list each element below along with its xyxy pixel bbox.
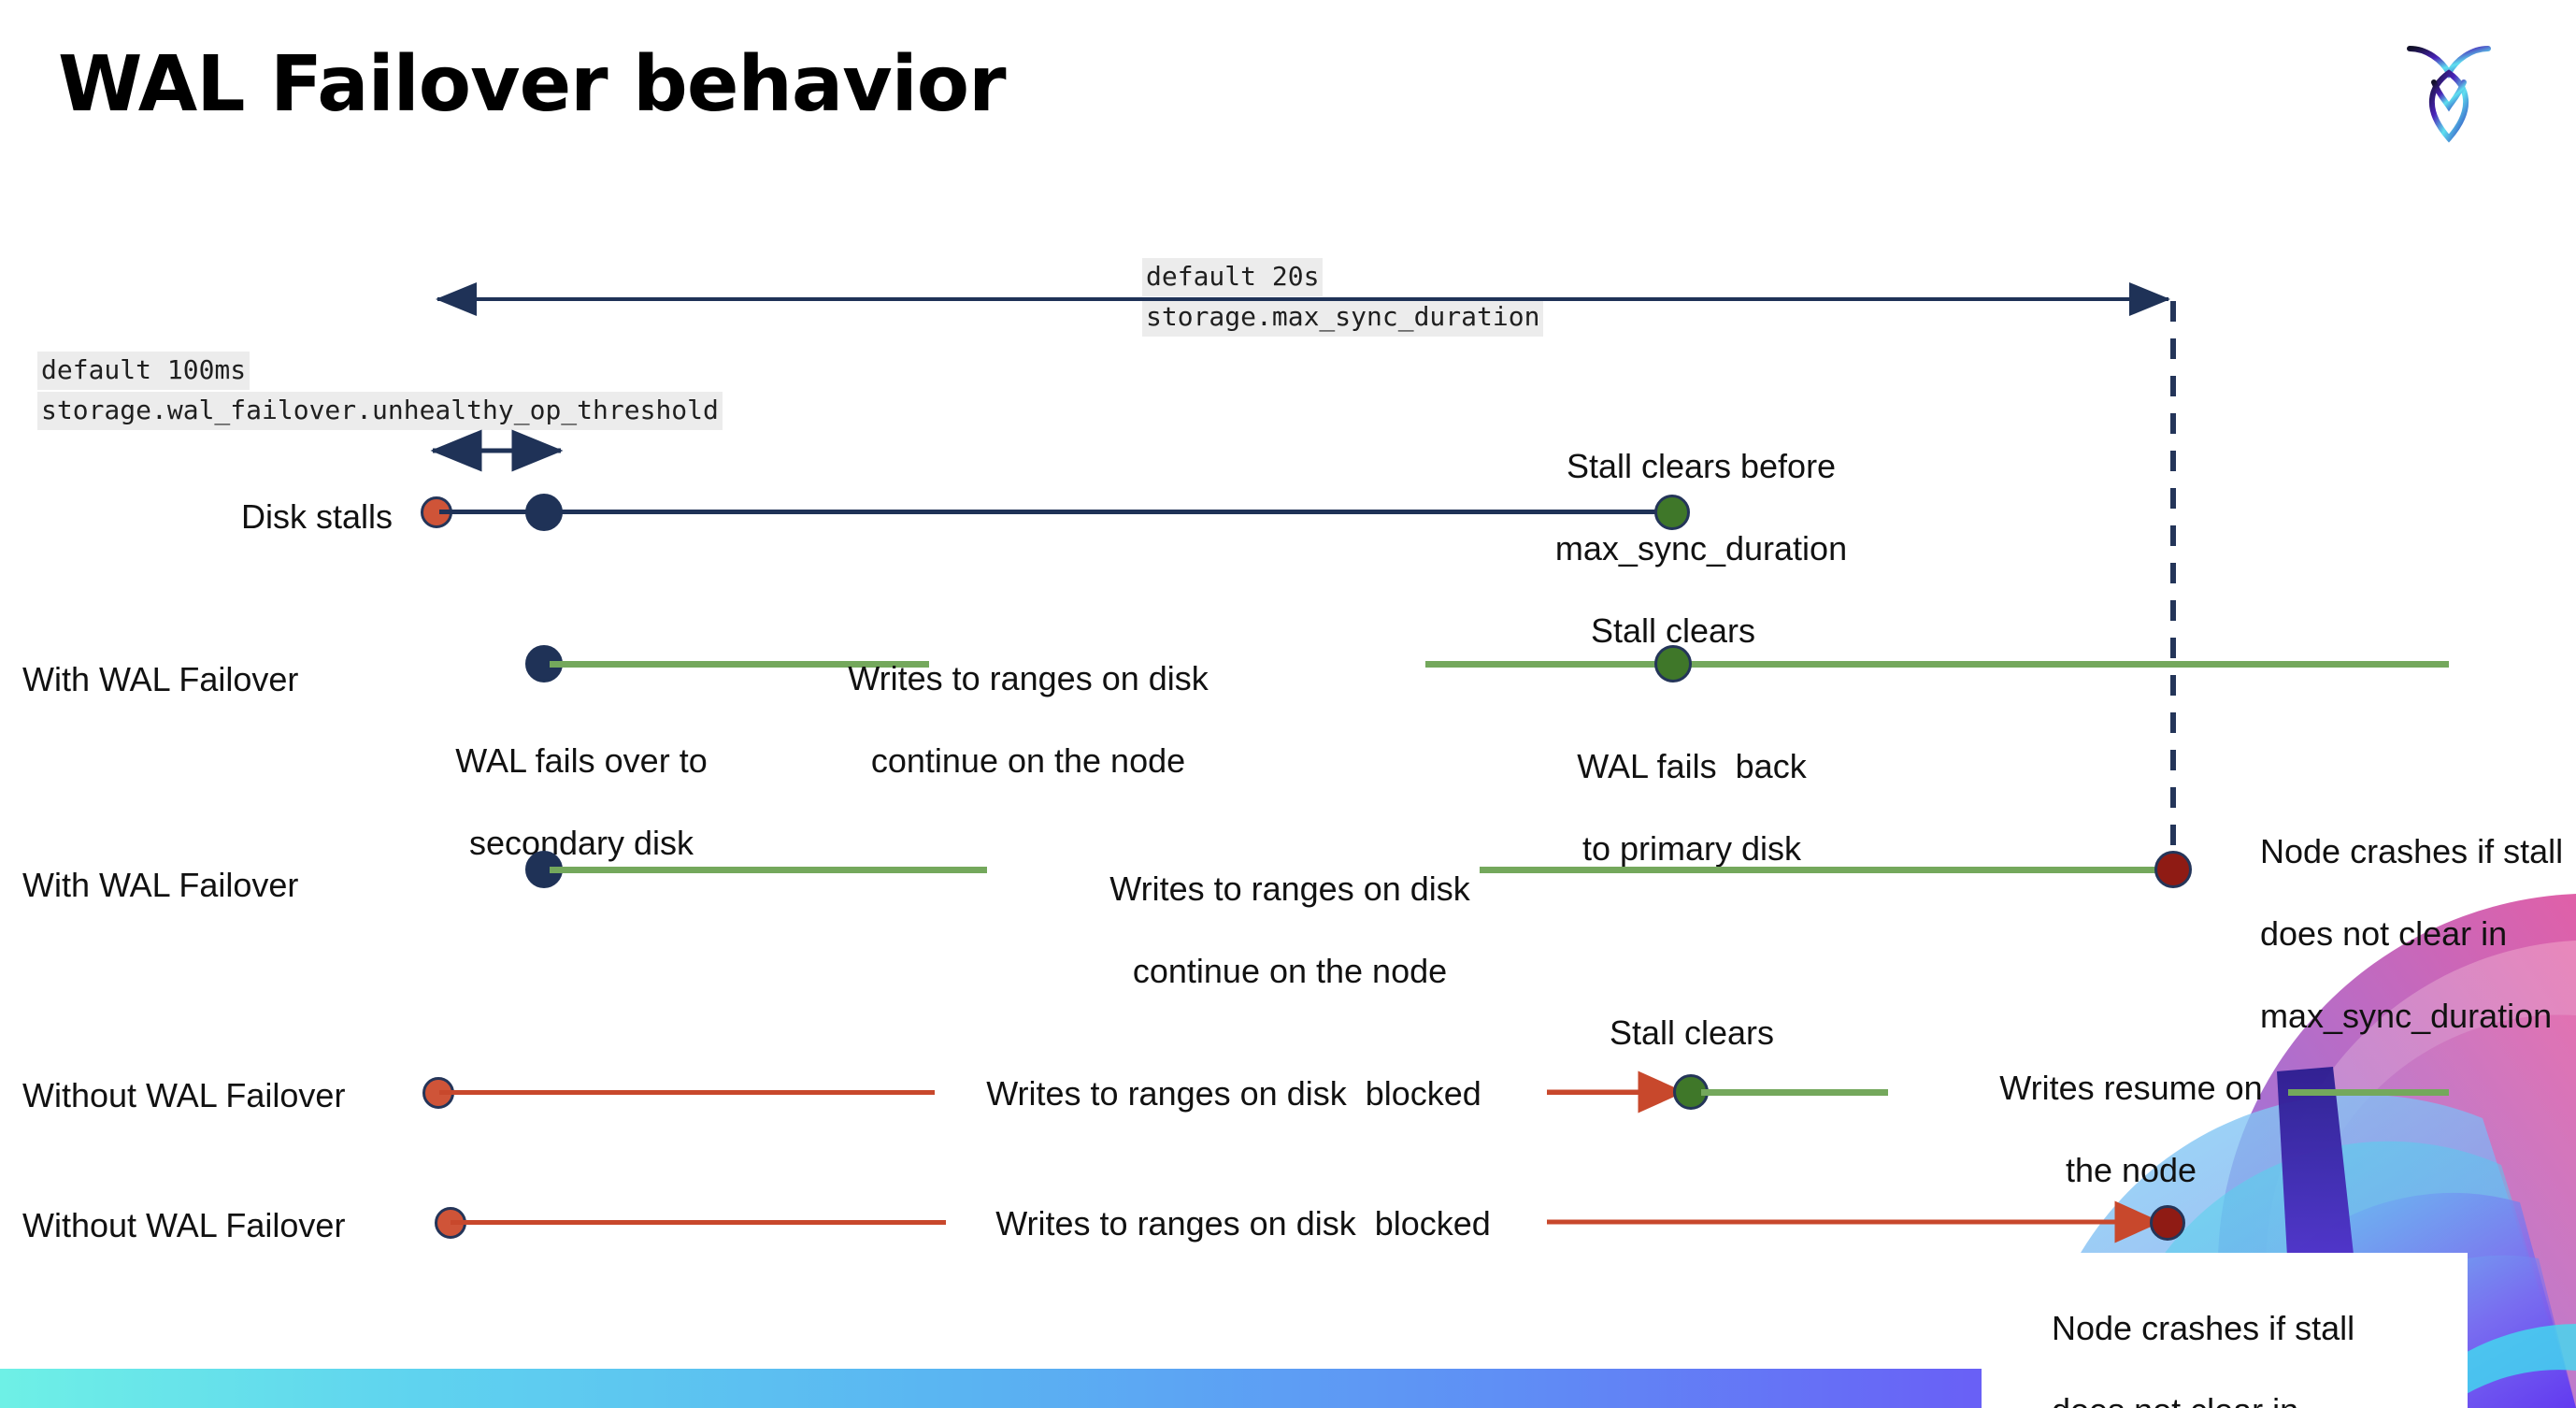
row4-green-segment — [1701, 1089, 1888, 1096]
row3-mid-note: Writes to ranges on disk continue on the… — [1109, 869, 1470, 990]
row2-green-segment-right — [1425, 661, 2449, 668]
bottom-gradient-bar — [0, 1369, 2292, 1408]
unhealthy-op-threshold-default: default 100ms — [37, 352, 250, 390]
row5-node-crash-note: Node crashes if stall does not clear in … — [2052, 1308, 2355, 1408]
row5-mid-note: Writes to ranges on disk blocked — [995, 1204, 1491, 1243]
row2-green-segment-left — [550, 661, 929, 668]
row5-orange-segment — [451, 1220, 946, 1225]
disk-stall-line — [439, 510, 1684, 514]
row2-stall-clears-label: Stall clears — [1590, 611, 1756, 650]
max-sync-duration-setting: storage.max_sync_duration — [1142, 298, 1544, 337]
stall-clears-before-note: Stall clears before max_sync_duration — [1554, 446, 1848, 568]
row2-stall-clears-dot — [1654, 645, 1692, 682]
row4-stall-clears-label: Stall clears — [1609, 1013, 1775, 1052]
cockroachdb-logo-icon — [2393, 28, 2505, 151]
row2-failover-note: WAL fails over to secondary disk — [455, 740, 708, 862]
row4-mid-note: Writes to ranges on disk blocked — [986, 1074, 1481, 1113]
row3-node-crash-note: Node crashes if stall does not clear in … — [2260, 831, 2564, 1035]
row4-orange-segment-2 — [1547, 1090, 1659, 1095]
row-label-without-wal-failover-2: Without WAL Failover — [22, 1206, 346, 1244]
row4-orange-segment — [439, 1090, 935, 1095]
row-label-with-wal-failover-2: With WAL Failover — [22, 866, 299, 904]
unhealthy-op-threshold-setting: storage.wal_failover.unhealthy_op_thresh… — [37, 392, 723, 430]
row3-node-crash-dot — [2154, 851, 2192, 888]
row-label-without-wal-failover-1: Without WAL Failover — [22, 1076, 346, 1114]
row5-node-crash-dot — [2150, 1205, 2185, 1241]
row-label-with-wal-failover-1: With WAL Failover — [22, 660, 299, 698]
row2-fails-back-note: WAL fails back to primary disk — [1577, 746, 1807, 868]
disk-stall-clears-dot — [1654, 495, 1690, 530]
page-title: WAL Failover behavior — [58, 40, 1007, 129]
max-sync-duration-default: default 20s — [1142, 258, 1324, 296]
row5-crash-callout-panel — [1982, 1253, 2468, 1408]
row3-green-segment-left — [550, 867, 987, 873]
row-label-disk-stalls: Disk stalls — [240, 497, 393, 536]
disk-stall-start-dot — [421, 496, 452, 528]
wal-failover-trigger-dot — [525, 494, 563, 531]
row3-green-segment-right — [1480, 867, 2173, 873]
row4-writes-resume-note: Writes resume on the node — [1999, 1068, 2263, 1189]
row2-mid-note: Writes to ranges on disk continue on the… — [848, 658, 1209, 780]
row4-green-segment-far — [2288, 1089, 2449, 1096]
